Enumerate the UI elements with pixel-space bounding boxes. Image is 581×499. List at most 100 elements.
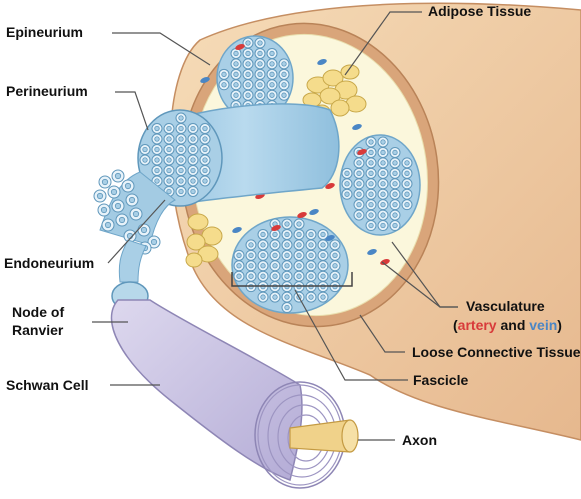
axon-center [248,252,254,258]
axon-center [308,252,314,258]
axon-center [140,226,148,234]
axon-center [356,191,362,197]
axon-center [154,167,160,174]
axon-center [344,170,350,176]
axon-center [356,170,362,176]
axon-center [368,222,374,229]
vein-vessel [325,235,335,241]
axon-center [245,92,251,98]
label-vein: vein [529,317,558,333]
axon-center [380,201,386,208]
axon-center [284,221,290,227]
axon-center [245,71,251,77]
axon-center [257,50,263,57]
label-artery: artery [457,317,497,333]
paren-close: ) [557,317,562,333]
axon-center [344,181,350,187]
artery-vessel [325,183,335,189]
axon-center [380,149,386,156]
axon-center [332,273,338,279]
axon-center [245,40,251,46]
label-vasculature-detail: (artery and vein) [453,317,562,334]
label-adipose-tissue: Adipose Tissue [428,3,532,19]
axon-center [332,252,338,258]
perineurium-axon-rings [139,112,211,197]
axon-center [296,273,302,279]
axon-center [190,188,196,195]
axon-center [260,294,266,300]
axon-center [368,149,374,156]
axon-center [202,146,208,153]
axon-center [392,160,398,166]
axon-center [202,125,208,132]
axon-center [260,242,266,248]
axon-center [368,139,374,145]
axon-center [248,242,254,248]
axon-center [320,242,326,248]
axon-center [260,231,266,238]
axon-center [404,181,410,187]
vein-vessel [317,59,327,65]
axon-center [142,157,148,163]
axon-center [380,160,386,166]
axon-center [392,191,398,197]
axon-center [132,210,140,218]
axon-center [296,221,302,227]
vein-vessel [352,124,362,130]
axon-center [178,167,184,174]
axon-center [166,157,172,163]
axon-center [257,61,263,67]
axon-center [356,160,362,166]
label-epineurium: Epineurium [6,24,84,40]
axon-center [392,149,398,156]
axon-center [272,231,278,238]
axon-center [202,178,208,184]
axon-center [100,206,108,214]
axon-center [296,252,302,258]
label-vasculature: Vasculature [466,298,545,314]
axon-center [320,252,326,258]
axon-center [178,115,184,121]
axon-center [320,273,326,279]
axon-center [245,82,251,88]
artery-vessel [357,149,367,155]
axon-center [284,252,290,258]
axon-center [260,263,266,269]
axon-center [269,50,275,57]
axon-center [114,202,122,210]
axon-center [190,146,196,153]
axon-center [272,242,278,248]
axon-center [202,157,208,163]
adipose-tissue-cluster-left [185,213,223,268]
axon-center [308,294,314,300]
axon-center [368,170,374,176]
axon-center [154,136,160,142]
axon-center [281,71,287,77]
fascicle [231,216,349,314]
axon-center [269,92,275,98]
axon-center [284,242,290,248]
axon-center [257,40,263,46]
axon-center [284,294,290,300]
axon-center [272,252,278,258]
axon-center [233,50,239,57]
axon-center [380,212,386,218]
axon-center [101,178,109,186]
axon-center [356,201,362,208]
axon-center [166,146,172,153]
axon-center [248,273,254,279]
axon-center [260,273,266,279]
axon-center [221,82,227,88]
axon-center [178,157,184,163]
axon-center [320,294,326,300]
axon-center [154,178,160,184]
vein-vessel [200,77,210,83]
axon-center [190,136,196,142]
axon-center [166,188,172,195]
label-node-of-ranvier-line2: Ranvier [12,322,64,338]
label-and: and [496,317,530,333]
axon-center [178,125,184,132]
axon-center [404,191,410,197]
label-node-of-ranvier-line1: Node of [12,304,65,320]
